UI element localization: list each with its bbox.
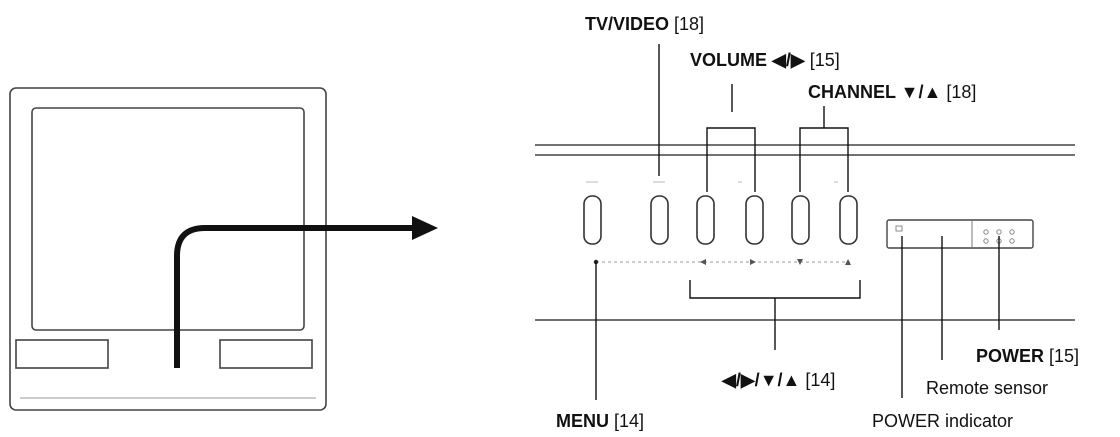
volume-down-button xyxy=(696,195,715,245)
label-arrows-name: ◀/▶/▼/▲ xyxy=(722,370,801,390)
tv-cabinet xyxy=(9,87,327,411)
tv-video-button xyxy=(650,195,669,245)
pointer-arrow xyxy=(174,216,438,368)
volume-up-button xyxy=(745,195,764,245)
label-remote-sensor: Remote sensor xyxy=(926,378,1049,398)
label-menu: MENU [14] xyxy=(556,411,644,431)
leader-lines xyxy=(595,44,1000,400)
button-baseline xyxy=(593,259,851,265)
panel-buttons xyxy=(583,195,858,245)
label-power-ref: [15] xyxy=(1049,346,1080,366)
label-volume: VOLUME ◀/▶ [15] xyxy=(690,50,840,70)
label-menu-ref: [14] xyxy=(614,411,645,431)
tv-speaker-left xyxy=(15,339,109,369)
tv-set xyxy=(9,87,327,411)
power-box xyxy=(886,219,1034,249)
label-power-indicator: POWER indicator xyxy=(872,411,1014,431)
label-power: POWER [15] xyxy=(976,346,1079,366)
tv-speaker-right xyxy=(219,339,313,369)
label-tv-video-name: TV/VIDEO xyxy=(585,14,670,34)
label-channel-ref: [18] xyxy=(946,82,977,102)
control-panel xyxy=(535,144,1075,321)
channel-down-button xyxy=(791,195,810,245)
tv-screen xyxy=(31,107,305,331)
label-channel: CHANNEL ▼/▲ [18] xyxy=(808,82,976,102)
label-arrows: ◀/▶/▼/▲ [14] xyxy=(722,370,835,390)
label-arrows-ref: [14] xyxy=(805,370,836,390)
label-tv-video: TV/VIDEO [18] xyxy=(585,14,704,34)
channel-up-button xyxy=(839,195,858,245)
label-channel-name: CHANNEL ▼/▲ xyxy=(808,82,942,102)
label-tv-video-ref: [18] xyxy=(674,14,705,34)
label-menu-name: MENU xyxy=(556,411,609,431)
menu-button xyxy=(583,195,602,245)
label-volume-name: VOLUME ◀/▶ xyxy=(690,50,805,70)
label-power-name: POWER xyxy=(976,346,1045,366)
label-volume-ref: [15] xyxy=(809,50,840,70)
